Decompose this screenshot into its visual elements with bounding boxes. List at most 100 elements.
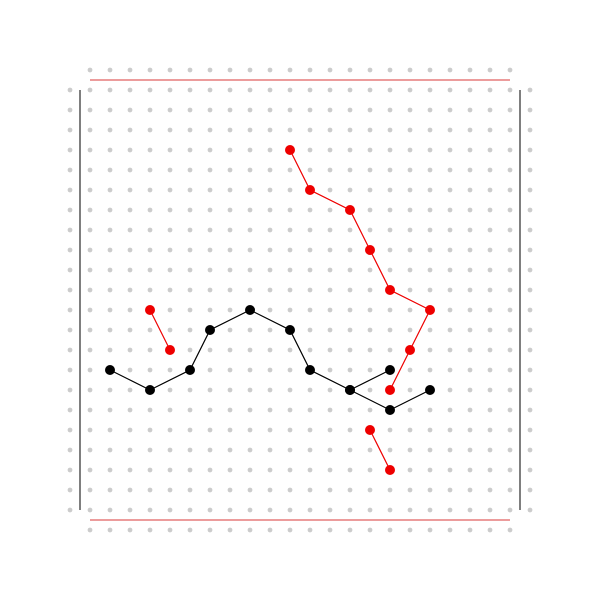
grid-dot[interactable]	[147, 287, 153, 293]
grid-dot[interactable]	[87, 407, 93, 413]
grid-dot[interactable]	[327, 207, 333, 213]
grid-dot[interactable]	[87, 307, 93, 313]
grid-dot[interactable]	[247, 187, 253, 193]
grid-dot[interactable]	[187, 187, 193, 193]
grid-dot[interactable]	[67, 487, 73, 493]
grid-dot[interactable]	[87, 367, 93, 373]
grid-dot[interactable]	[87, 327, 93, 333]
grid-dot[interactable]	[147, 367, 153, 373]
grid-dot[interactable]	[367, 287, 373, 293]
grid-dot[interactable]	[287, 487, 293, 493]
grid-dot[interactable]	[227, 187, 233, 193]
grid-dot[interactable]	[187, 247, 193, 253]
grid-dot[interactable]	[167, 407, 173, 413]
grid-dot[interactable]	[147, 327, 153, 333]
grid-dot[interactable]	[327, 387, 333, 393]
grid-dot[interactable]	[207, 527, 213, 533]
grid-dot[interactable]	[447, 527, 453, 533]
grid-dot[interactable]	[127, 327, 133, 333]
grid-dot[interactable]	[367, 527, 373, 533]
grid-dot[interactable]	[387, 247, 393, 253]
grid-dot[interactable]	[527, 167, 533, 173]
grid-dot[interactable]	[247, 327, 253, 333]
grid-dot[interactable]	[87, 507, 93, 513]
grid-dot[interactable]	[67, 347, 73, 353]
grid-dot[interactable]	[487, 227, 493, 233]
grid-dot[interactable]	[147, 527, 153, 533]
grid-dot[interactable]	[207, 287, 213, 293]
grid-dot[interactable]	[427, 107, 433, 113]
grid-dot[interactable]	[507, 407, 513, 413]
grid-dot[interactable]	[367, 227, 373, 233]
grid-dot[interactable]	[387, 167, 393, 173]
grid-dot[interactable]	[467, 127, 473, 133]
grid-dot[interactable]	[67, 227, 73, 233]
grid-dot[interactable]	[127, 67, 133, 73]
grid-dot[interactable]	[107, 427, 113, 433]
grid-dot[interactable]	[67, 107, 73, 113]
grid-dot[interactable]	[187, 127, 193, 133]
grid-dot[interactable]	[487, 407, 493, 413]
grid-dot[interactable]	[127, 147, 133, 153]
grid-dot[interactable]	[427, 527, 433, 533]
grid-dot[interactable]	[87, 207, 93, 213]
grid-dot[interactable]	[327, 147, 333, 153]
grid-dot[interactable]	[487, 367, 493, 373]
grid-dot[interactable]	[427, 167, 433, 173]
grid-dot[interactable]	[107, 527, 113, 533]
grid-dot[interactable]	[187, 87, 193, 93]
grid-dot[interactable]	[387, 67, 393, 73]
black-stone[interactable]	[345, 385, 355, 395]
grid-dot[interactable]	[427, 267, 433, 273]
black-stone[interactable]	[205, 325, 215, 335]
grid-dot[interactable]	[127, 207, 133, 213]
grid-dot[interactable]	[247, 267, 253, 273]
grid-dot[interactable]	[427, 347, 433, 353]
grid-dot[interactable]	[347, 167, 353, 173]
grid-dot[interactable]	[87, 247, 93, 253]
grid-dot[interactable]	[447, 267, 453, 273]
grid-dot[interactable]	[527, 87, 533, 93]
grid-dot[interactable]	[267, 507, 273, 513]
grid-dot[interactable]	[147, 167, 153, 173]
grid-dot[interactable]	[187, 387, 193, 393]
grid-dot[interactable]	[487, 287, 493, 293]
grid-dot[interactable]	[327, 67, 333, 73]
grid-dot[interactable]	[127, 387, 133, 393]
red-stone[interactable]	[385, 385, 395, 395]
grid-dot[interactable]	[187, 227, 193, 233]
grid-dot[interactable]	[107, 67, 113, 73]
grid-dot[interactable]	[87, 147, 93, 153]
grid-dot[interactable]	[247, 67, 253, 73]
grid-dot[interactable]	[407, 327, 413, 333]
grid-dot[interactable]	[267, 67, 273, 73]
grid-dot[interactable]	[227, 87, 233, 93]
grid-dot[interactable]	[267, 527, 273, 533]
grid-dot[interactable]	[127, 247, 133, 253]
grid-dot[interactable]	[327, 87, 333, 93]
grid-dot[interactable]	[487, 347, 493, 353]
grid-dot[interactable]	[227, 347, 233, 353]
grid-dot[interactable]	[247, 227, 253, 233]
grid-dot[interactable]	[87, 187, 93, 193]
grid-dot[interactable]	[287, 187, 293, 193]
grid-dot[interactable]	[207, 67, 213, 73]
red-stone[interactable]	[405, 345, 415, 355]
grid-dot[interactable]	[447, 167, 453, 173]
grid-dot[interactable]	[327, 227, 333, 233]
grid-dot[interactable]	[187, 407, 193, 413]
grid-dot[interactable]	[327, 347, 333, 353]
grid-dot[interactable]	[467, 347, 473, 353]
grid-dot[interactable]	[87, 127, 93, 133]
grid-dot[interactable]	[307, 527, 313, 533]
red-stone[interactable]	[305, 185, 315, 195]
grid-dot[interactable]	[67, 247, 73, 253]
grid-dot[interactable]	[287, 247, 293, 253]
grid-dot[interactable]	[267, 427, 273, 433]
grid-dot[interactable]	[147, 247, 153, 253]
grid-dot[interactable]	[187, 507, 193, 513]
grid-dot[interactable]	[167, 467, 173, 473]
grid-dot[interactable]	[367, 487, 373, 493]
grid-dot[interactable]	[267, 287, 273, 293]
grid-dot[interactable]	[167, 227, 173, 233]
